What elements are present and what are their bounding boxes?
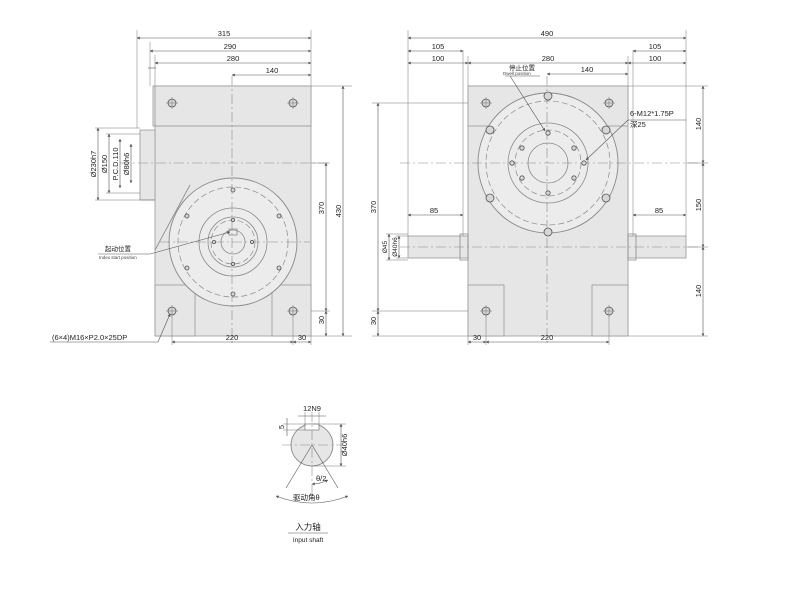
front-mount-hole [166,305,178,317]
thread-depth-label: 深25 [630,120,646,129]
front-dim-290: 290 [224,42,237,51]
side-dim-150: 150 [694,199,703,212]
side-mount-hole [603,97,615,109]
side-dim-dia40: Ø40h6 [392,237,399,257]
side-dim-30-left: 30 [369,317,378,325]
front-dim-430: 430 [334,205,343,218]
side-mount-hole [603,305,615,317]
dwell-label-en: Dwell position [503,71,531,76]
side-dim-140-bottom: 140 [694,285,703,298]
front-dim-pcd110: P.C.D.110 [111,147,120,180]
drive-angle-label: 驱动角θ [293,492,320,502]
front-dim-30-bottom: 30 [298,333,306,342]
side-dim-280: 280 [542,54,555,63]
side-dim-85-left: 85 [430,206,438,215]
side-dim-370: 370 [369,201,378,214]
thread-spec-label: 6-M12*1.75P [630,109,674,118]
key-width-label: 12N9 [303,404,321,413]
front-dim-370: 370 [317,202,326,215]
side-dim-85-right: 85 [655,206,663,215]
index-start-label-en: Index start position [99,255,137,260]
front-dim-280: 280 [227,54,240,63]
front-mount-hole [166,97,178,109]
half-theta-label: θ/2 [316,474,326,483]
front-dim-dia80: Ø80h6 [122,153,131,176]
side-dim-140: 140 [581,65,594,74]
side-dim-105-right: 105 [649,42,662,51]
front-mount-hole [287,97,299,109]
front-dim-dia150: Ø150 [100,155,109,173]
side-mount-hole [480,305,492,317]
side-dim-490: 490 [541,29,554,38]
side-dim-30-bottom: 30 [473,333,481,342]
side-mount-hole [480,97,492,109]
front-mount-hole [287,305,299,317]
side-dim-220: 220 [541,333,554,342]
front-dim-30-right: 30 [317,316,326,324]
shaft-detail: 12N9 5 Ø40h6 θ/2 驱动角θ 入力轴 Input shaft [275,404,349,544]
front-dim-315: 315 [218,29,231,38]
index-start-label-cn: 起动位置 [105,244,132,253]
side-dim-100-right: 100 [649,54,662,63]
input-shaft-title-cn: 入力轴 [295,522,321,532]
front-dim-dia230: Ø230h7 [89,151,98,178]
key-depth-label: 5 [277,425,286,429]
front-view: 315 290 280 140 430 370 30 220 30 Ø230h7 [50,29,352,345]
mount-holes-label: (6×4)M16×P2.0×25DP [52,333,127,342]
side-dim-dia45: Ø45 [382,240,389,253]
front-dim-220: 220 [226,333,239,342]
side-dim-100-left: 100 [432,54,445,63]
input-shaft-title-en: Input shaft [293,537,324,544]
side-dim-140-top: 140 [694,118,703,131]
front-dim-140: 140 [266,66,279,75]
side-dim-105-left: 105 [432,42,445,51]
front-flange [139,129,156,201]
side-view: 490 105 100 280 140 105 100 85 85 Ø45 Ø4… [369,29,708,345]
shaft-dia-label: Ø40h6 [340,434,349,457]
dwell-label-cn: 停止位置 [509,63,536,72]
